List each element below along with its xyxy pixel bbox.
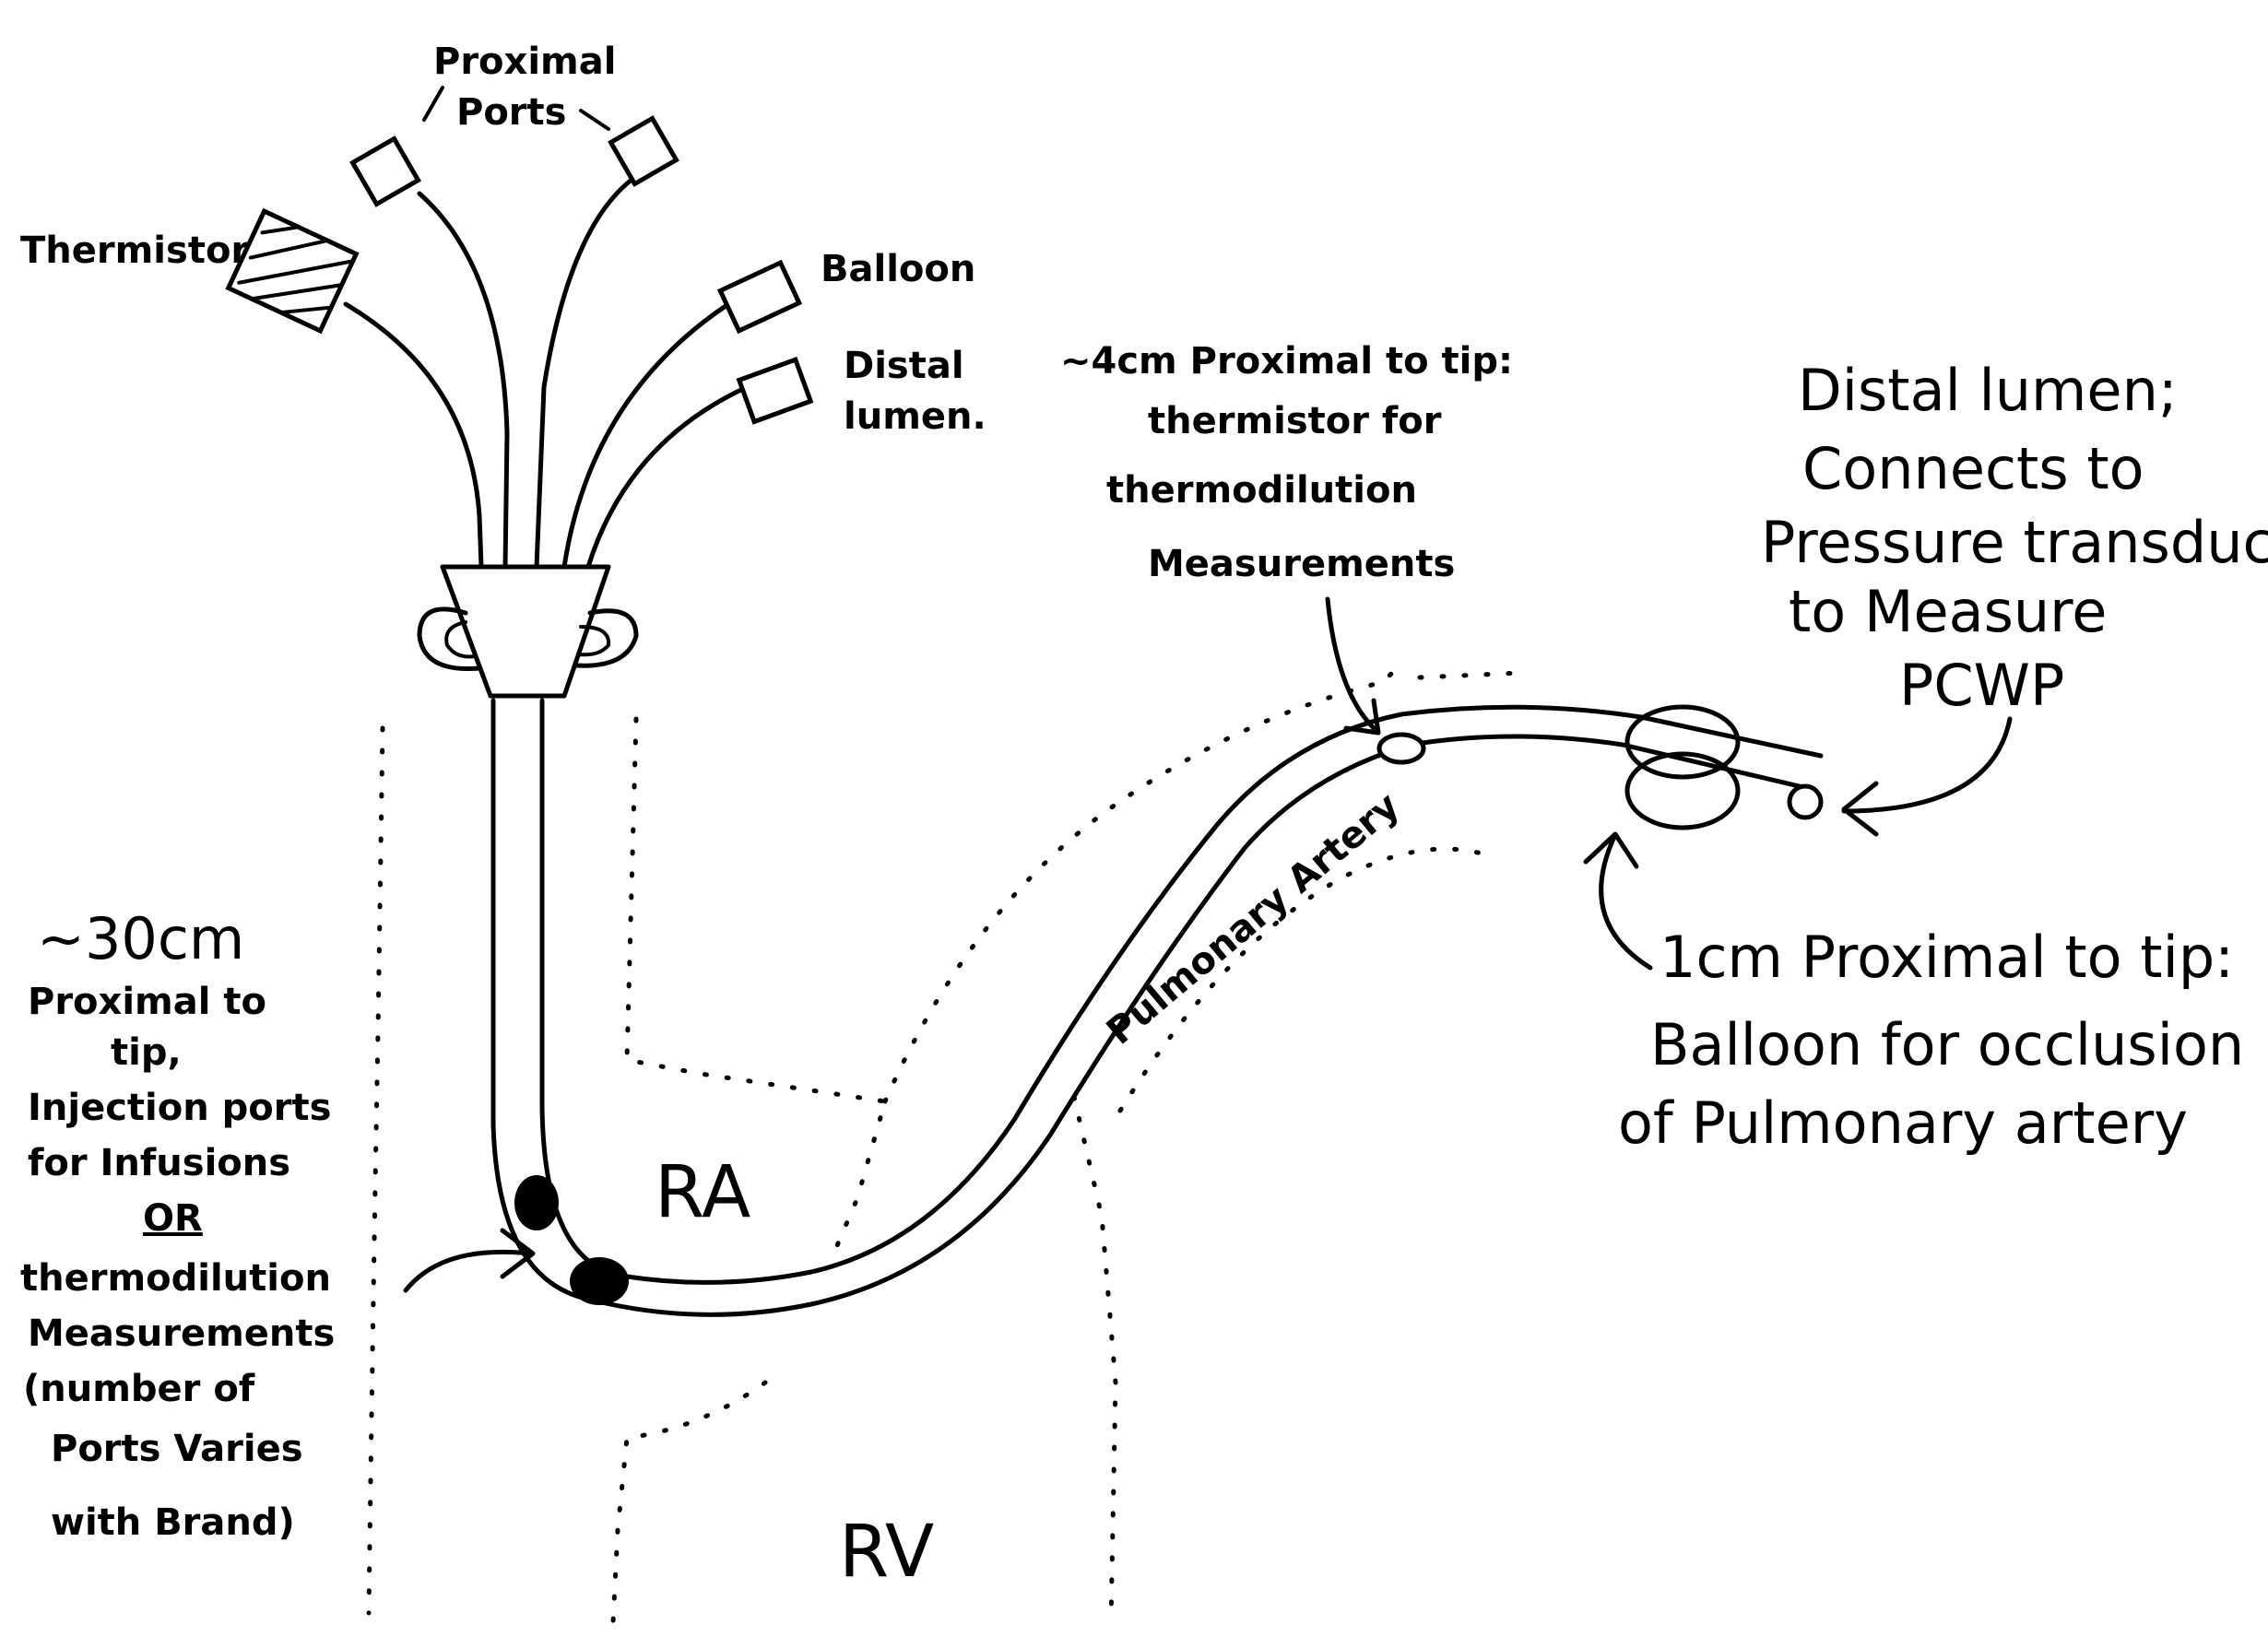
distal-lumen-note-line-2: Connects to: [1802, 435, 2144, 502]
distal-lumen-small-label-line-2: lumen.: [844, 395, 986, 438]
hub-left-ring: [444, 620, 477, 659]
pulmonary-artery-upper-tick: [1417, 670, 1524, 680]
proximal-port-left-connector: [349, 135, 421, 207]
proximal-port-line-right: [534, 168, 648, 570]
right-ventricle-top-wall: [610, 1380, 768, 1625]
lumen-tubes: [343, 168, 750, 570]
injection-ports-note-line-1: ~30cm: [37, 905, 244, 972]
right-ventricle-label: RV: [839, 1511, 934, 1594]
labels: Proximal Ports Thermistor Balloon Distal…: [20, 41, 2268, 1594]
thermistor-note-line-3: thermodilution: [1106, 469, 1417, 512]
injection-ports-note-line-7: thermodilution: [20, 1257, 331, 1300]
thermistor-note-line-2: thermistor for: [1148, 400, 1442, 442]
injection-port-1: [514, 1175, 559, 1230]
injection-ports-note-line-5: for Infusions: [28, 1142, 290, 1184]
distal-lumen-line: [585, 384, 750, 570]
balloon-line: [561, 301, 731, 570]
balloon-note-line-2: Balloon for occlusion: [1650, 1011, 2244, 1078]
injection-ports-note-line-8: Measurements: [28, 1313, 335, 1355]
injection-ports-note-line-4: Injection ports: [28, 1087, 331, 1129]
distal-lumen-note-line-5: PCWP: [1899, 652, 2064, 719]
proximal-port-line-left: [417, 191, 510, 570]
injection-port-2: [570, 1257, 629, 1305]
injection-ports-arrow: [403, 1228, 536, 1293]
arrows: [403, 596, 2013, 1293]
balloon-upper: [1624, 704, 1741, 780]
catheter: [490, 698, 1824, 1317]
right-atrium-label: RA: [655, 1151, 750, 1234]
proximal-ports-label-line-1: Proximal: [433, 41, 616, 83]
thermistor-line: [343, 301, 484, 570]
injection-ports-note-line-11: with Brand): [51, 1501, 295, 1544]
distal-lumen-note-line-1: Distal lumen;: [1798, 357, 2178, 424]
distal-tip-opening: [1787, 783, 1824, 820]
lumen-connectors: [225, 86, 814, 425]
distal-lumen-arrow: [1841, 716, 2013, 837]
right-ventricle-right-wall: [1071, 1094, 1118, 1625]
thermistor-arrow: [1325, 596, 1381, 736]
balloon-arrow: [1583, 831, 1653, 971]
hub-right-wing: [573, 608, 639, 668]
balloon-port-connector: [716, 259, 803, 335]
distal-lumen-note-line-3: Pressure transducer: [1761, 509, 2268, 576]
thermistor-note-line-1: ~4cm Proximal to tip:: [1060, 340, 1513, 383]
thermistor-hatching: [237, 225, 353, 315]
proximal-ports-pointer-right: [579, 109, 610, 131]
balloon-label: Balloon: [821, 248, 975, 290]
injection-ports-note-line-3: tip,: [111, 1031, 182, 1074]
right-atrium-outer-wall: [366, 725, 385, 1616]
injection-ports-note-line-2: Proximal to: [28, 981, 266, 1023]
thermistor-note-line-4: Measurements: [1148, 543, 1455, 585]
hub-funnel: [440, 564, 611, 699]
hub-left-wing: [417, 606, 482, 672]
injection-ports-note-line-10: Ports Varies: [51, 1428, 303, 1470]
catheter-hub: [417, 564, 639, 699]
proximal-ports-label-line-2: Ports: [456, 91, 566, 134]
injection-ports-note-line-6: OR: [143, 1197, 203, 1240]
right-atrium-inner-wall: [624, 716, 889, 1265]
distal-lumen-small-label-line-1: Distal: [844, 345, 964, 387]
proximal-port-right-connector: [608, 115, 679, 187]
balloon-note-line-1: 1cm Proximal to tip:: [1660, 924, 2234, 991]
balloon-lower: [1624, 751, 1741, 830]
balloon-note-line-3: of Pulmonary artery: [1618, 1089, 2188, 1157]
injection-ports-note-line-9: (number of: [23, 1368, 255, 1410]
hub-right-ring: [577, 625, 611, 657]
thermistor-label: Thermistor: [20, 230, 249, 272]
distal-lumen-port-connector: [736, 356, 814, 425]
proximal-ports-pointer-left: [422, 86, 444, 122]
thermistor-bead: [1376, 732, 1426, 765]
heart-outline: [366, 661, 1524, 1625]
distal-lumen-note-line-4: to Measure: [1789, 578, 2107, 645]
